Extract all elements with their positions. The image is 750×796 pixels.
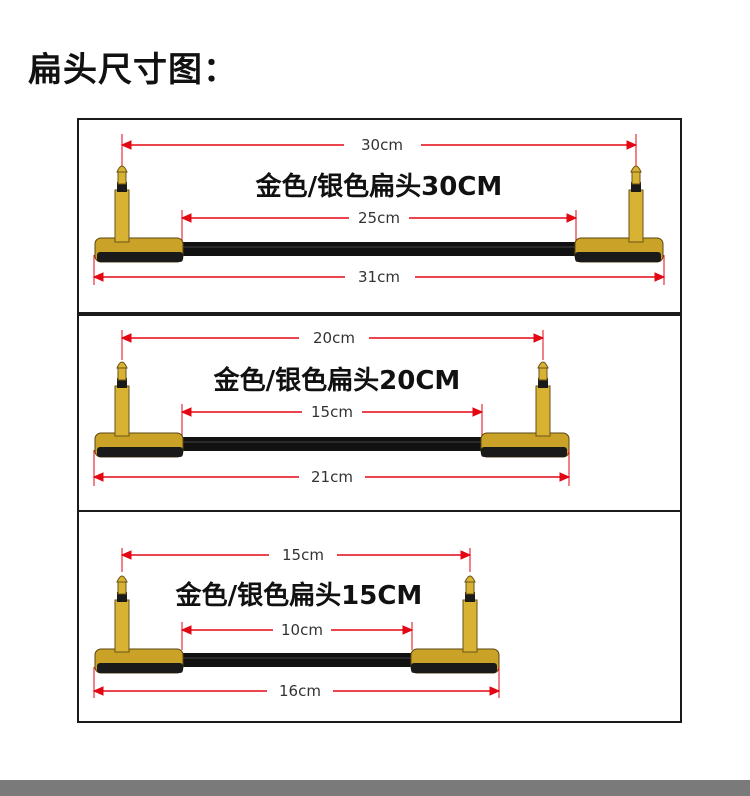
product-label: 金色/银色扁头15CM <box>175 580 423 611</box>
dimension-top-label: 30cm <box>361 136 403 154</box>
dimension-top <box>120 548 472 572</box>
cable-diagram-30cm: 30cm 金色/银色扁头30CM 25cm <box>92 134 666 286</box>
panel-20cm: 20cm 金色/银色扁头20CM 15cm <box>77 314 682 512</box>
dimension-inner <box>180 622 414 650</box>
dimension-total-label: 31cm <box>358 268 400 286</box>
dimension-total-label: 21cm <box>311 468 353 486</box>
dimension-top <box>120 330 545 360</box>
panel-30cm: 30cm 金色/银色扁头30CM 25cm <box>77 118 682 314</box>
dimension-inner-label: 15cm <box>311 403 353 421</box>
right-plug <box>480 361 570 458</box>
dimension-inner <box>180 210 578 245</box>
dimension-inner-label: 10cm <box>281 621 323 639</box>
right-plug <box>410 575 500 674</box>
flat-cable <box>179 242 579 256</box>
cable-diagram-20cm: 20cm 金色/银色扁头20CM 15cm <box>92 329 571 486</box>
dimension-total <box>92 255 666 285</box>
product-label: 金色/银色扁头30CM <box>255 171 503 202</box>
flat-cable <box>179 437 485 451</box>
left-plug <box>94 165 184 263</box>
product-label: 金色/银色扁头20CM <box>213 365 461 396</box>
dimension-top-label: 20cm <box>313 329 355 347</box>
left-plug <box>94 361 184 458</box>
dimension-total-label: 16cm <box>279 682 321 700</box>
panel-15cm: 15cm 金色/银色扁头15CM 10cm <box>77 510 682 723</box>
cable-diagram-15cm: 15cm 金色/银色扁头15CM 10cm <box>92 546 501 700</box>
dimension-total <box>92 667 501 698</box>
dimension-inner-label: 25cm <box>358 209 400 227</box>
right-plug <box>574 165 664 263</box>
page-title: 扁头尺寸图： <box>28 50 238 90</box>
dimension-top-label: 15cm <box>282 546 324 564</box>
dimension-inner <box>180 404 484 440</box>
footer-bar <box>0 780 750 796</box>
dimension-top <box>120 134 638 166</box>
dimension-total <box>92 450 571 486</box>
flat-cable <box>179 653 415 667</box>
left-plug <box>94 575 184 674</box>
